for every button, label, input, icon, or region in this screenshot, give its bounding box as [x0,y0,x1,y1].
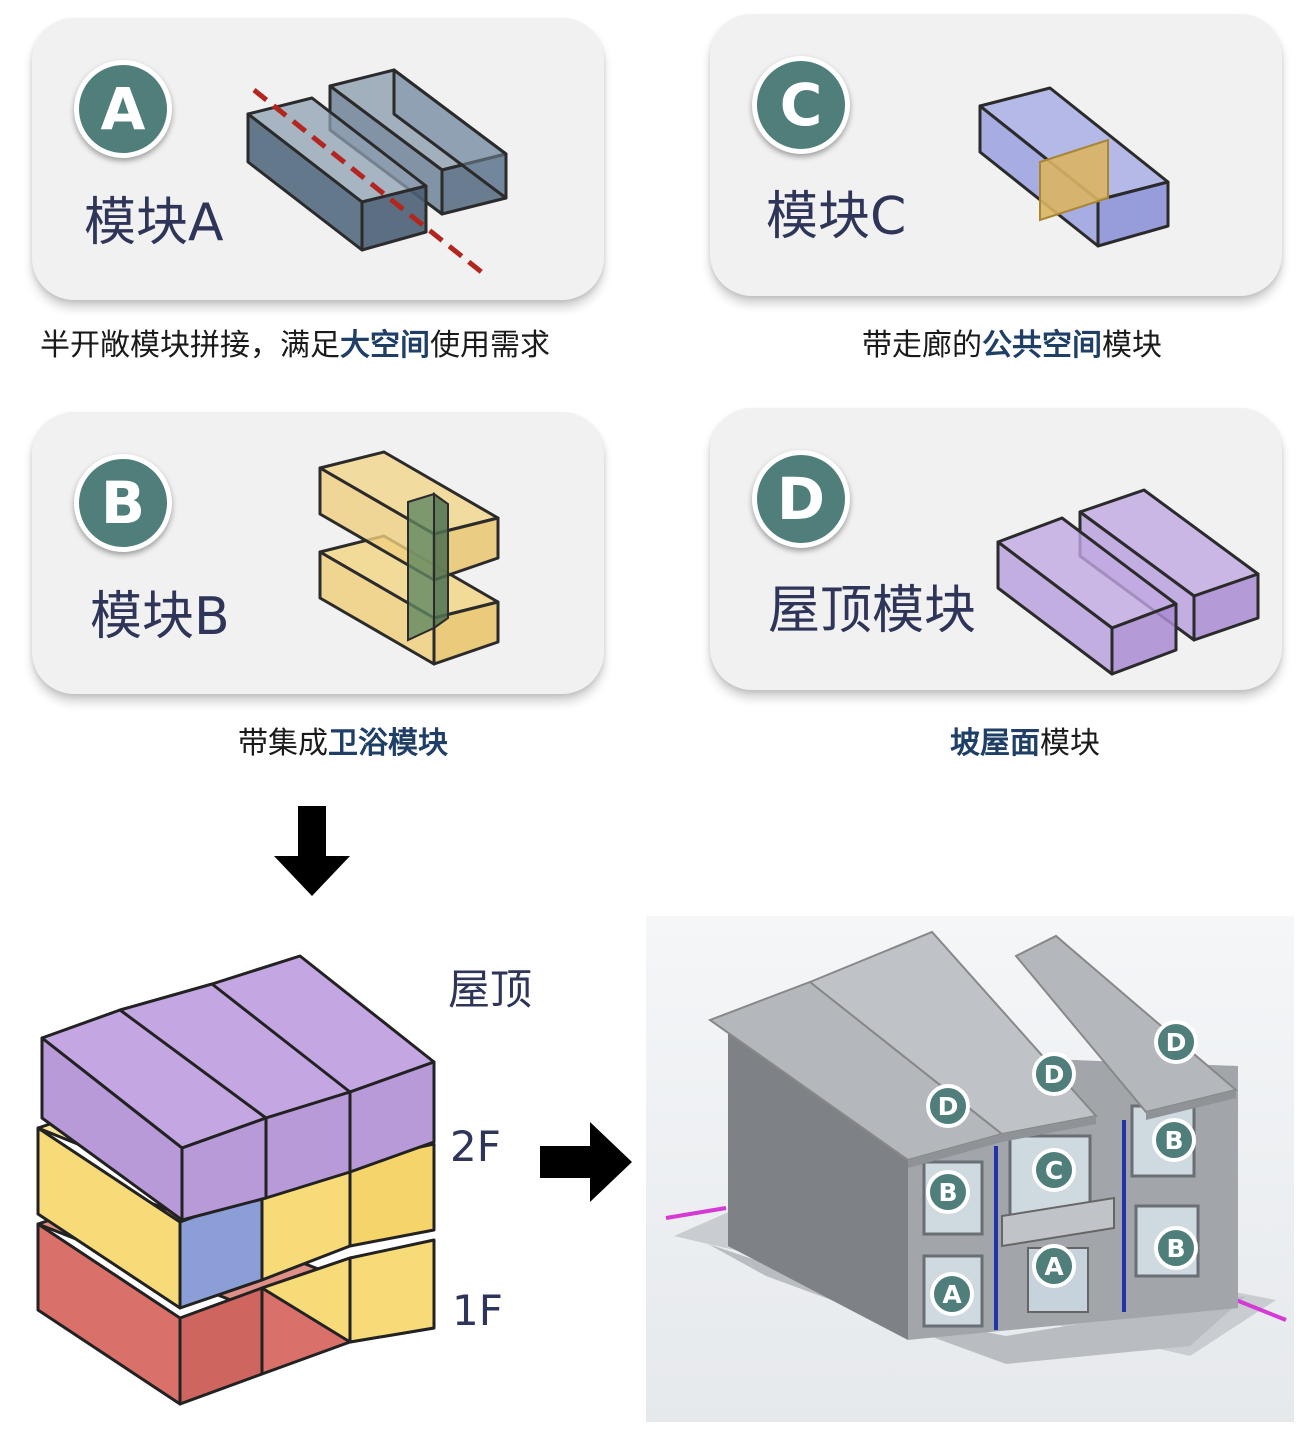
render-tag-a-2-label: A [1044,1252,1064,1281]
render-tag-d-1: D [926,1084,970,1128]
module-a-card: A 模块A [32,18,604,300]
module-c-badge: C [752,56,850,154]
module-d-badge: D [752,450,850,548]
module-b-diagram [318,450,500,666]
module-a-badge: A [74,60,172,158]
module-b-title: 模块B [90,587,230,647]
module-stack-diagram [36,954,436,1406]
module-c-title: 模块C [766,187,907,247]
render-tag-d-1-label: D [938,1092,959,1121]
stack-label-1f: 1F [452,1286,503,1335]
module-d-diagram [996,488,1260,676]
module-c-caption-pre: 带走廊的 [862,328,982,363]
render-tag-b-3: B [1154,1226,1198,1270]
module-d-caption: 坡屋面模块 [950,718,1100,762]
render-tag-b-2-label: B [1164,1126,1183,1155]
down-arrow-icon [274,806,350,896]
render-tag-d-3: D [1154,1020,1198,1064]
module-c-caption-highlight: 公共空间 [982,328,1102,363]
house-render: D D D B C B B A A [646,916,1294,1422]
render-tag-d-3-label: D [1166,1028,1187,1057]
render-tag-b-1: B [926,1170,970,1214]
module-b-caption-pre: 带集成 [238,726,328,761]
module-c-diagram [978,86,1170,248]
module-d-caption-highlight: 坡屋面 [950,726,1040,761]
stack-label-2f: 2F [450,1122,501,1171]
render-tag-b-3-label: B [1166,1234,1185,1263]
render-tag-a-1: A [930,1272,974,1316]
module-a-caption-post: 使用需求 [430,328,550,363]
module-b-caption: 带集成卫浴模块 [238,718,448,762]
render-tag-b-1-label: B [938,1178,957,1207]
module-b-caption-highlight: 卫浴模块 [328,726,448,761]
module-c-caption: 带走廊的公共空间模块 [862,320,1162,364]
module-d-caption-post: 模块 [1040,726,1100,761]
module-a-diagram [246,68,508,276]
render-tag-a-2: A [1032,1244,1076,1288]
render-tag-a-1-label: A [942,1280,962,1309]
module-b-card: B 模块B [32,412,604,694]
render-tag-d-2: D [1032,1052,1076,1096]
render-tag-c-label: C [1045,1156,1063,1185]
render-tag-c: C [1032,1148,1076,1192]
render-tag-d-2-label: D [1044,1060,1065,1089]
module-a-title: 模块A [84,193,224,253]
module-a-caption-pre: 半开敞模块拼接，满足 [40,328,340,363]
module-b-badge: B [74,454,172,552]
render-tag-b-2: B [1152,1118,1196,1162]
module-c-caption-post: 模块 [1102,328,1162,363]
module-d-title: 屋顶模块 [768,581,977,641]
module-a-caption: 半开敞模块拼接，满足大空间使用需求 [40,320,550,364]
right-arrow-icon [540,1122,632,1202]
module-a-caption-highlight: 大空间 [340,328,430,363]
stack-label-roof: 屋顶 [448,965,533,1014]
module-d-card: D 屋顶模块 [710,408,1282,690]
module-c-card: C 模块C [710,14,1282,296]
